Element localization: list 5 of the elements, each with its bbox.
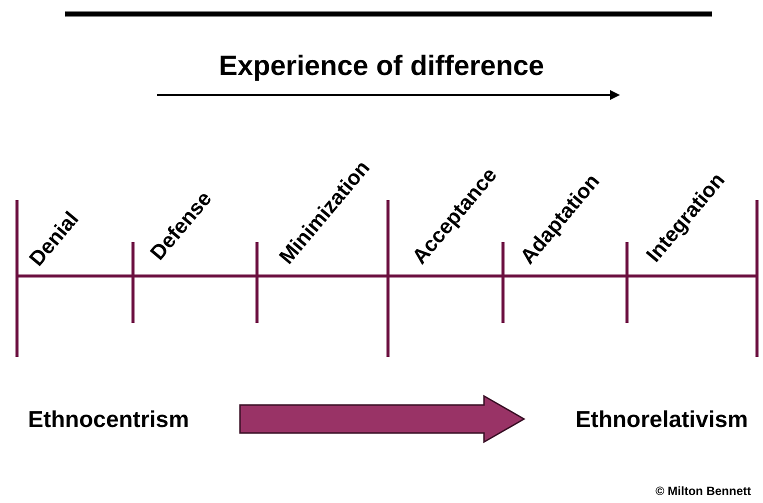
stage-group-label: Ethnorelativism xyxy=(575,406,748,432)
block-arrow xyxy=(239,394,526,444)
stage-group-label: Ethnocentrism xyxy=(28,406,190,432)
diagram-title: Experience of difference xyxy=(218,50,546,82)
copyright-note: © Milton Bennett xyxy=(656,484,751,498)
